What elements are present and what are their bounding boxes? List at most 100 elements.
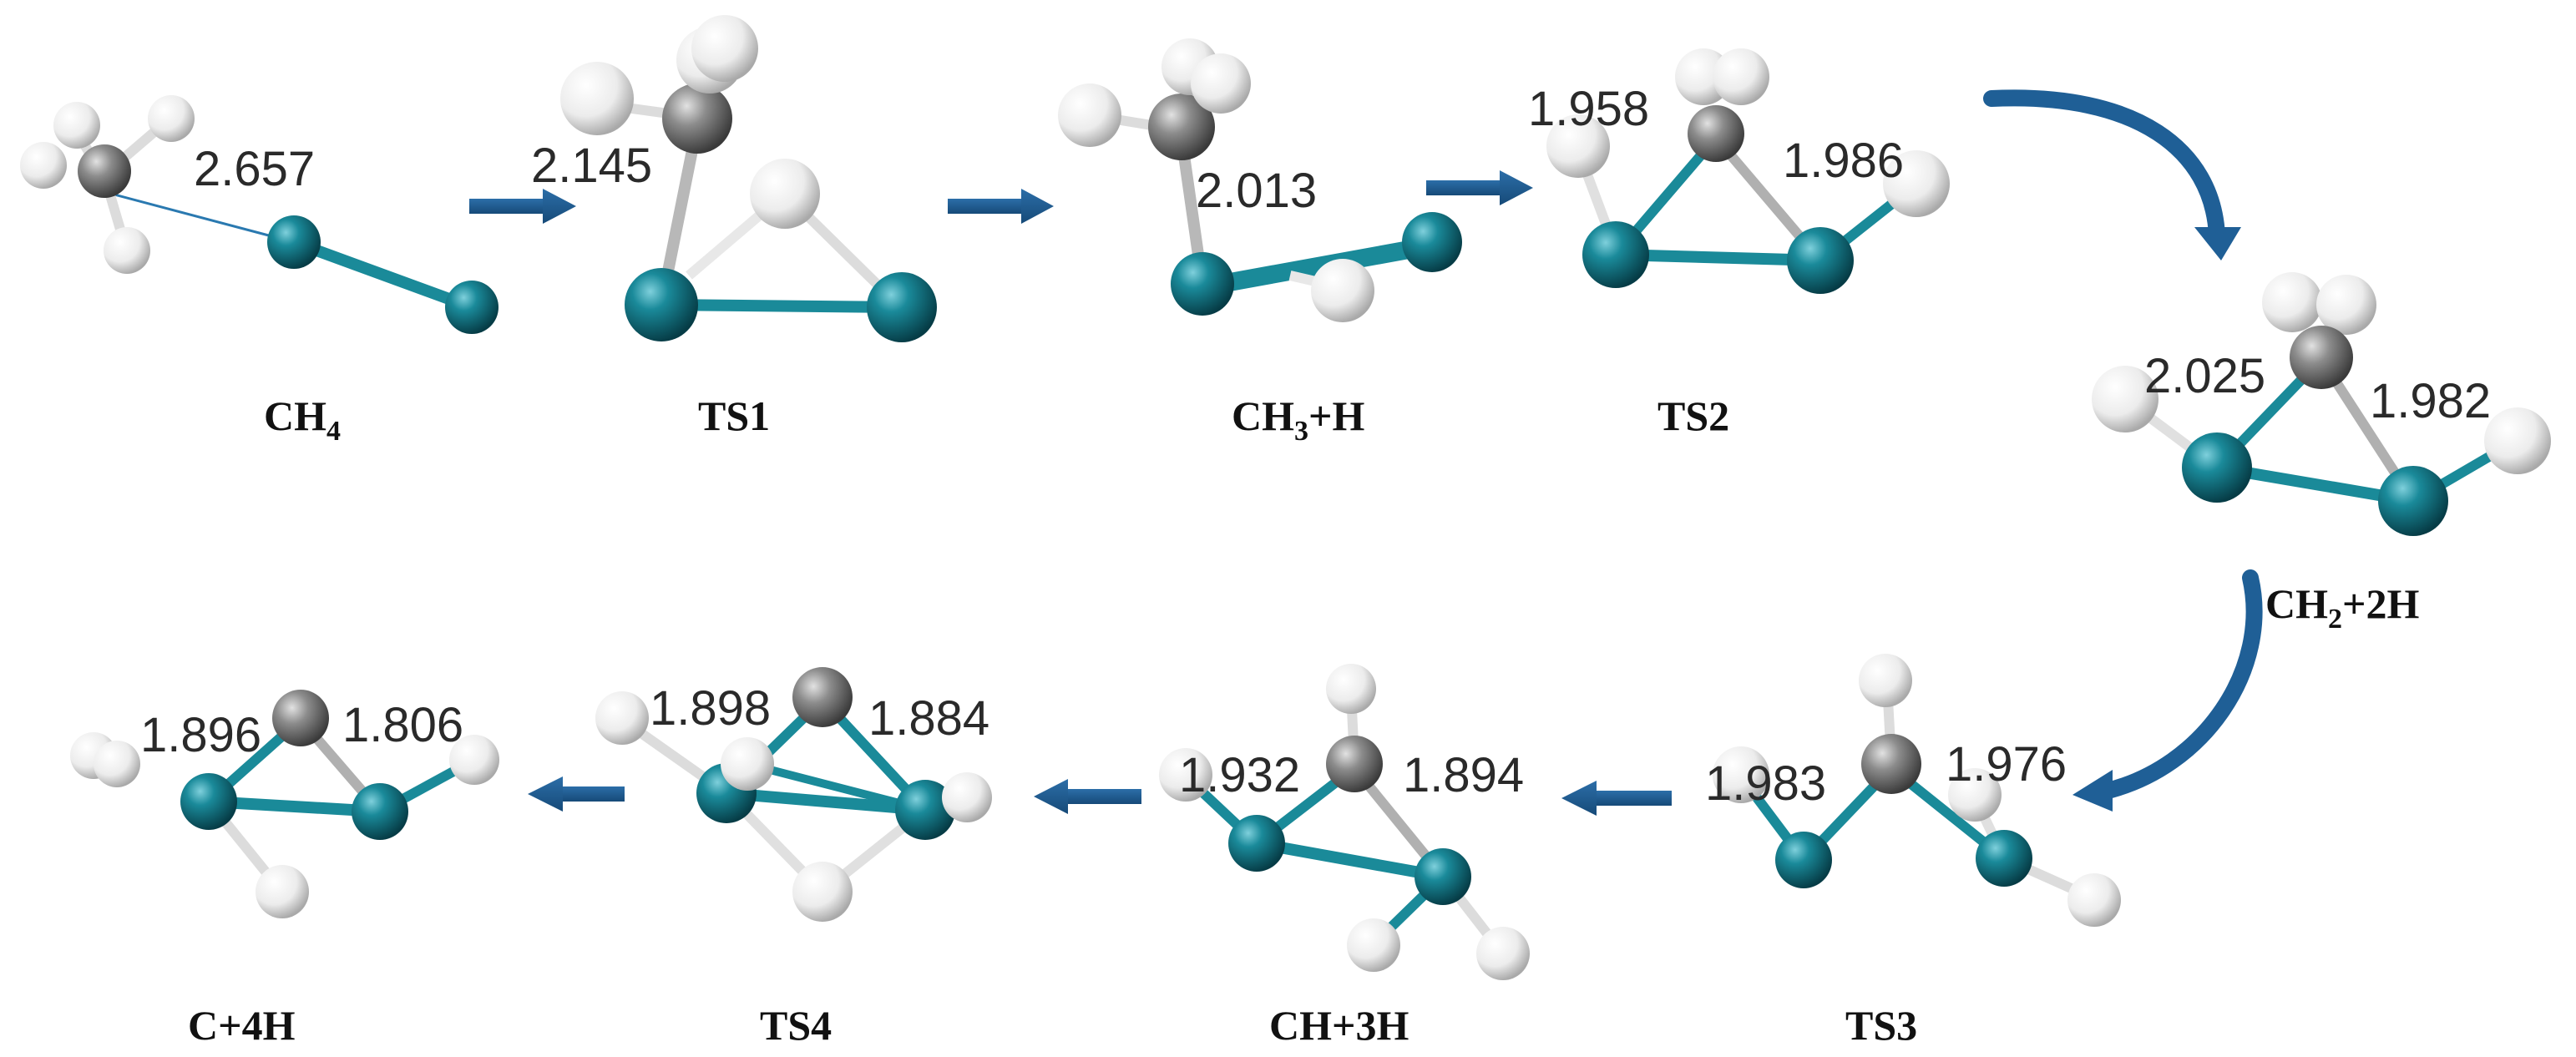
bond-h-metal — [746, 760, 927, 814]
hydrogen-atom — [1713, 746, 1769, 803]
metal-atom — [267, 215, 321, 269]
metal-atom — [1228, 815, 1285, 872]
hydrogen-atom — [1159, 748, 1212, 802]
carbon-atom — [1688, 105, 1744, 162]
bond-distance: 1.982 — [2370, 374, 2491, 428]
bond-distance: 1.986 — [1783, 134, 1904, 188]
state-label: CH2+2H — [2265, 580, 2419, 635]
bond-distance: 1.896 — [140, 708, 261, 762]
state-ts1: 2.145 TS1 — [531, 15, 937, 439]
hydrogen-atom — [1347, 918, 1400, 972]
arrow-left — [528, 776, 625, 812]
arrow-right — [1426, 170, 1533, 205]
hydrogen-atom — [1859, 654, 1912, 707]
state-ts4: 1.898 1.884 TS4 — [595, 667, 992, 1049]
state-label: TS4 — [760, 1002, 832, 1049]
state-label: C+4H — [188, 1002, 296, 1049]
bond-distance: 1.898 — [650, 681, 771, 736]
state-ch4: 2.657 CH4 — [20, 95, 498, 447]
bond-distance: 1.894 — [1403, 748, 1524, 802]
hydrogen-atom — [2484, 407, 2551, 474]
hydrogen-atom — [721, 737, 774, 791]
metal-atom — [1787, 227, 1854, 294]
bond-distance: 1.884 — [868, 691, 989, 746]
bond-metal-metal — [660, 299, 903, 313]
bond-metal-metal — [1255, 837, 1445, 883]
state-c-4h: 1.896 1.806 C+4H — [70, 690, 499, 1049]
metal-atom — [445, 281, 498, 334]
hydrogen-atom — [1191, 53, 1251, 114]
state-ch2-2h: 2.025 1.982 CH2+2H — [2092, 272, 2551, 635]
hydrogen-atom — [2262, 272, 2322, 332]
hydrogen-atom — [792, 862, 853, 922]
curved-arrow-left — [2072, 569, 2263, 812]
bond-distance: 1.976 — [1946, 737, 2067, 791]
metal-atom — [625, 268, 698, 341]
hydrogen-atom — [1058, 83, 1121, 147]
arrow-right — [469, 189, 576, 224]
hydrogen-atom — [691, 15, 758, 82]
carbon-atom — [792, 667, 853, 727]
hydrogen-atom — [1311, 259, 1374, 322]
arrow-left — [1034, 779, 1141, 814]
hydrogen-atom — [1713, 48, 1769, 105]
bond-distance: 2.145 — [531, 139, 652, 193]
long-distance-line — [98, 189, 295, 244]
bond-distance: 2.657 — [194, 142, 315, 196]
hydrogen-atom — [595, 691, 649, 745]
state-ts2: 1.958 1.986 TS2 — [1528, 48, 1950, 439]
curved-arrow-down — [1983, 89, 2241, 260]
metal-atom — [1402, 212, 1462, 272]
bond-distance: 1.983 — [1705, 756, 1826, 811]
hydrogen-atom — [1326, 664, 1376, 714]
bond-distance: 2.025 — [2144, 349, 2265, 403]
carbon-atom — [2290, 326, 2353, 389]
arrow-right — [948, 189, 1054, 224]
metal-atom — [2378, 466, 2448, 536]
hydrogen-atom — [560, 62, 634, 135]
hydrogen-atom — [2067, 873, 2121, 927]
state-label: CH4 — [264, 392, 341, 447]
state-label: TS3 — [1845, 1002, 1917, 1049]
carbon-atom — [1148, 94, 1215, 160]
metal-atom — [2182, 432, 2252, 503]
metal-atom — [1171, 252, 1234, 316]
carbon-atom — [272, 690, 329, 746]
bond-distance: 1.806 — [342, 698, 463, 752]
state-ch3-h: 2.013 CH3+H — [1058, 38, 1462, 447]
bond-metal-metal — [291, 236, 474, 313]
hydrogen-atom — [1948, 768, 2002, 822]
bond-metal-metal — [208, 796, 381, 817]
hydrogen-atom — [1476, 927, 1530, 980]
hydrogen-atom — [2092, 366, 2158, 432]
bond-distance: 1.932 — [1179, 748, 1300, 802]
bond-distance: 2.013 — [1196, 164, 1317, 218]
bond-distance: 1.958 — [1528, 82, 1649, 136]
metal-atom — [867, 272, 937, 342]
state-label: TS2 — [1657, 392, 1729, 439]
hydrogen-atom — [94, 741, 140, 787]
metal-atom — [1415, 848, 1471, 905]
hydrogen-atom — [942, 772, 992, 822]
hydrogen-atom — [256, 865, 309, 918]
hydrogen-atom — [1546, 114, 1610, 178]
carbon-atom — [1861, 734, 1921, 794]
hydrogen-atom — [750, 159, 820, 229]
metal-atom — [1775, 832, 1832, 888]
hydrogen-atom — [449, 735, 499, 785]
bond-metal-metal — [1201, 236, 1434, 290]
state-label: CH+3H — [1269, 1002, 1409, 1049]
hydrogen-atom — [1883, 150, 1950, 217]
state-label: TS1 — [698, 392, 770, 439]
carbon-atom — [662, 83, 732, 154]
metal-atom — [352, 783, 408, 840]
metal-atom — [180, 773, 237, 830]
carbon-atom — [78, 144, 131, 198]
metal-atom — [895, 780, 955, 840]
hydrogen-atom — [2316, 275, 2376, 335]
hydrogen-atom — [20, 142, 67, 189]
carbon-atom — [1326, 736, 1383, 792]
arrow-left — [1561, 781, 1672, 816]
bond-metal-metal — [1202, 246, 1433, 296]
